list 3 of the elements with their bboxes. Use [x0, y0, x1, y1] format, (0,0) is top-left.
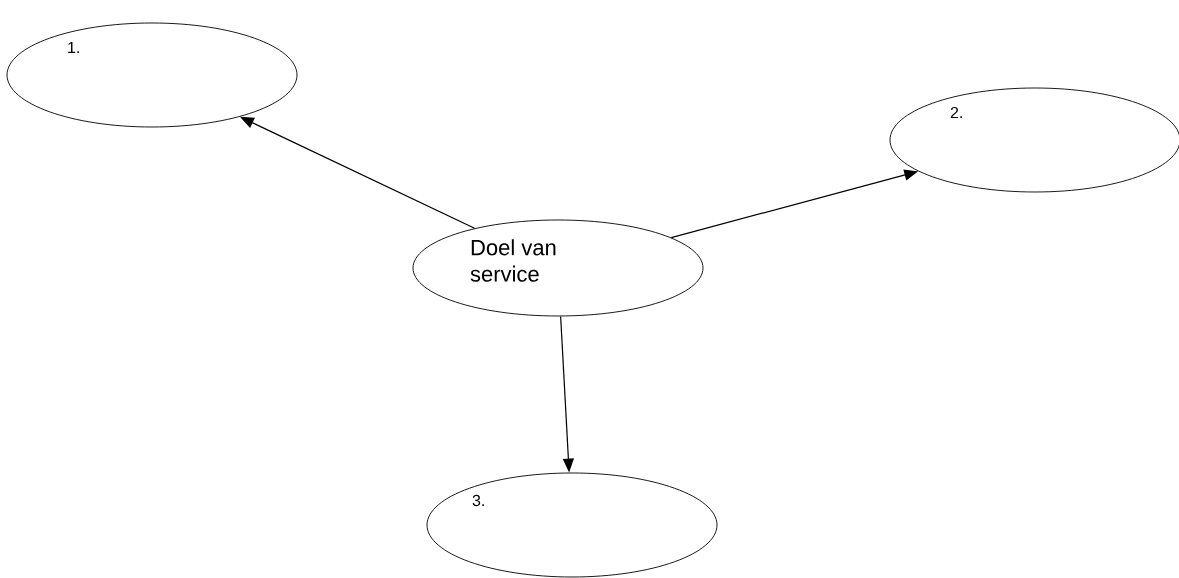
ellipse-node: 3. — [426, 472, 718, 578]
ellipse-node: Doel van service — [412, 219, 704, 317]
ellipse-node: 1. — [6, 22, 298, 128]
